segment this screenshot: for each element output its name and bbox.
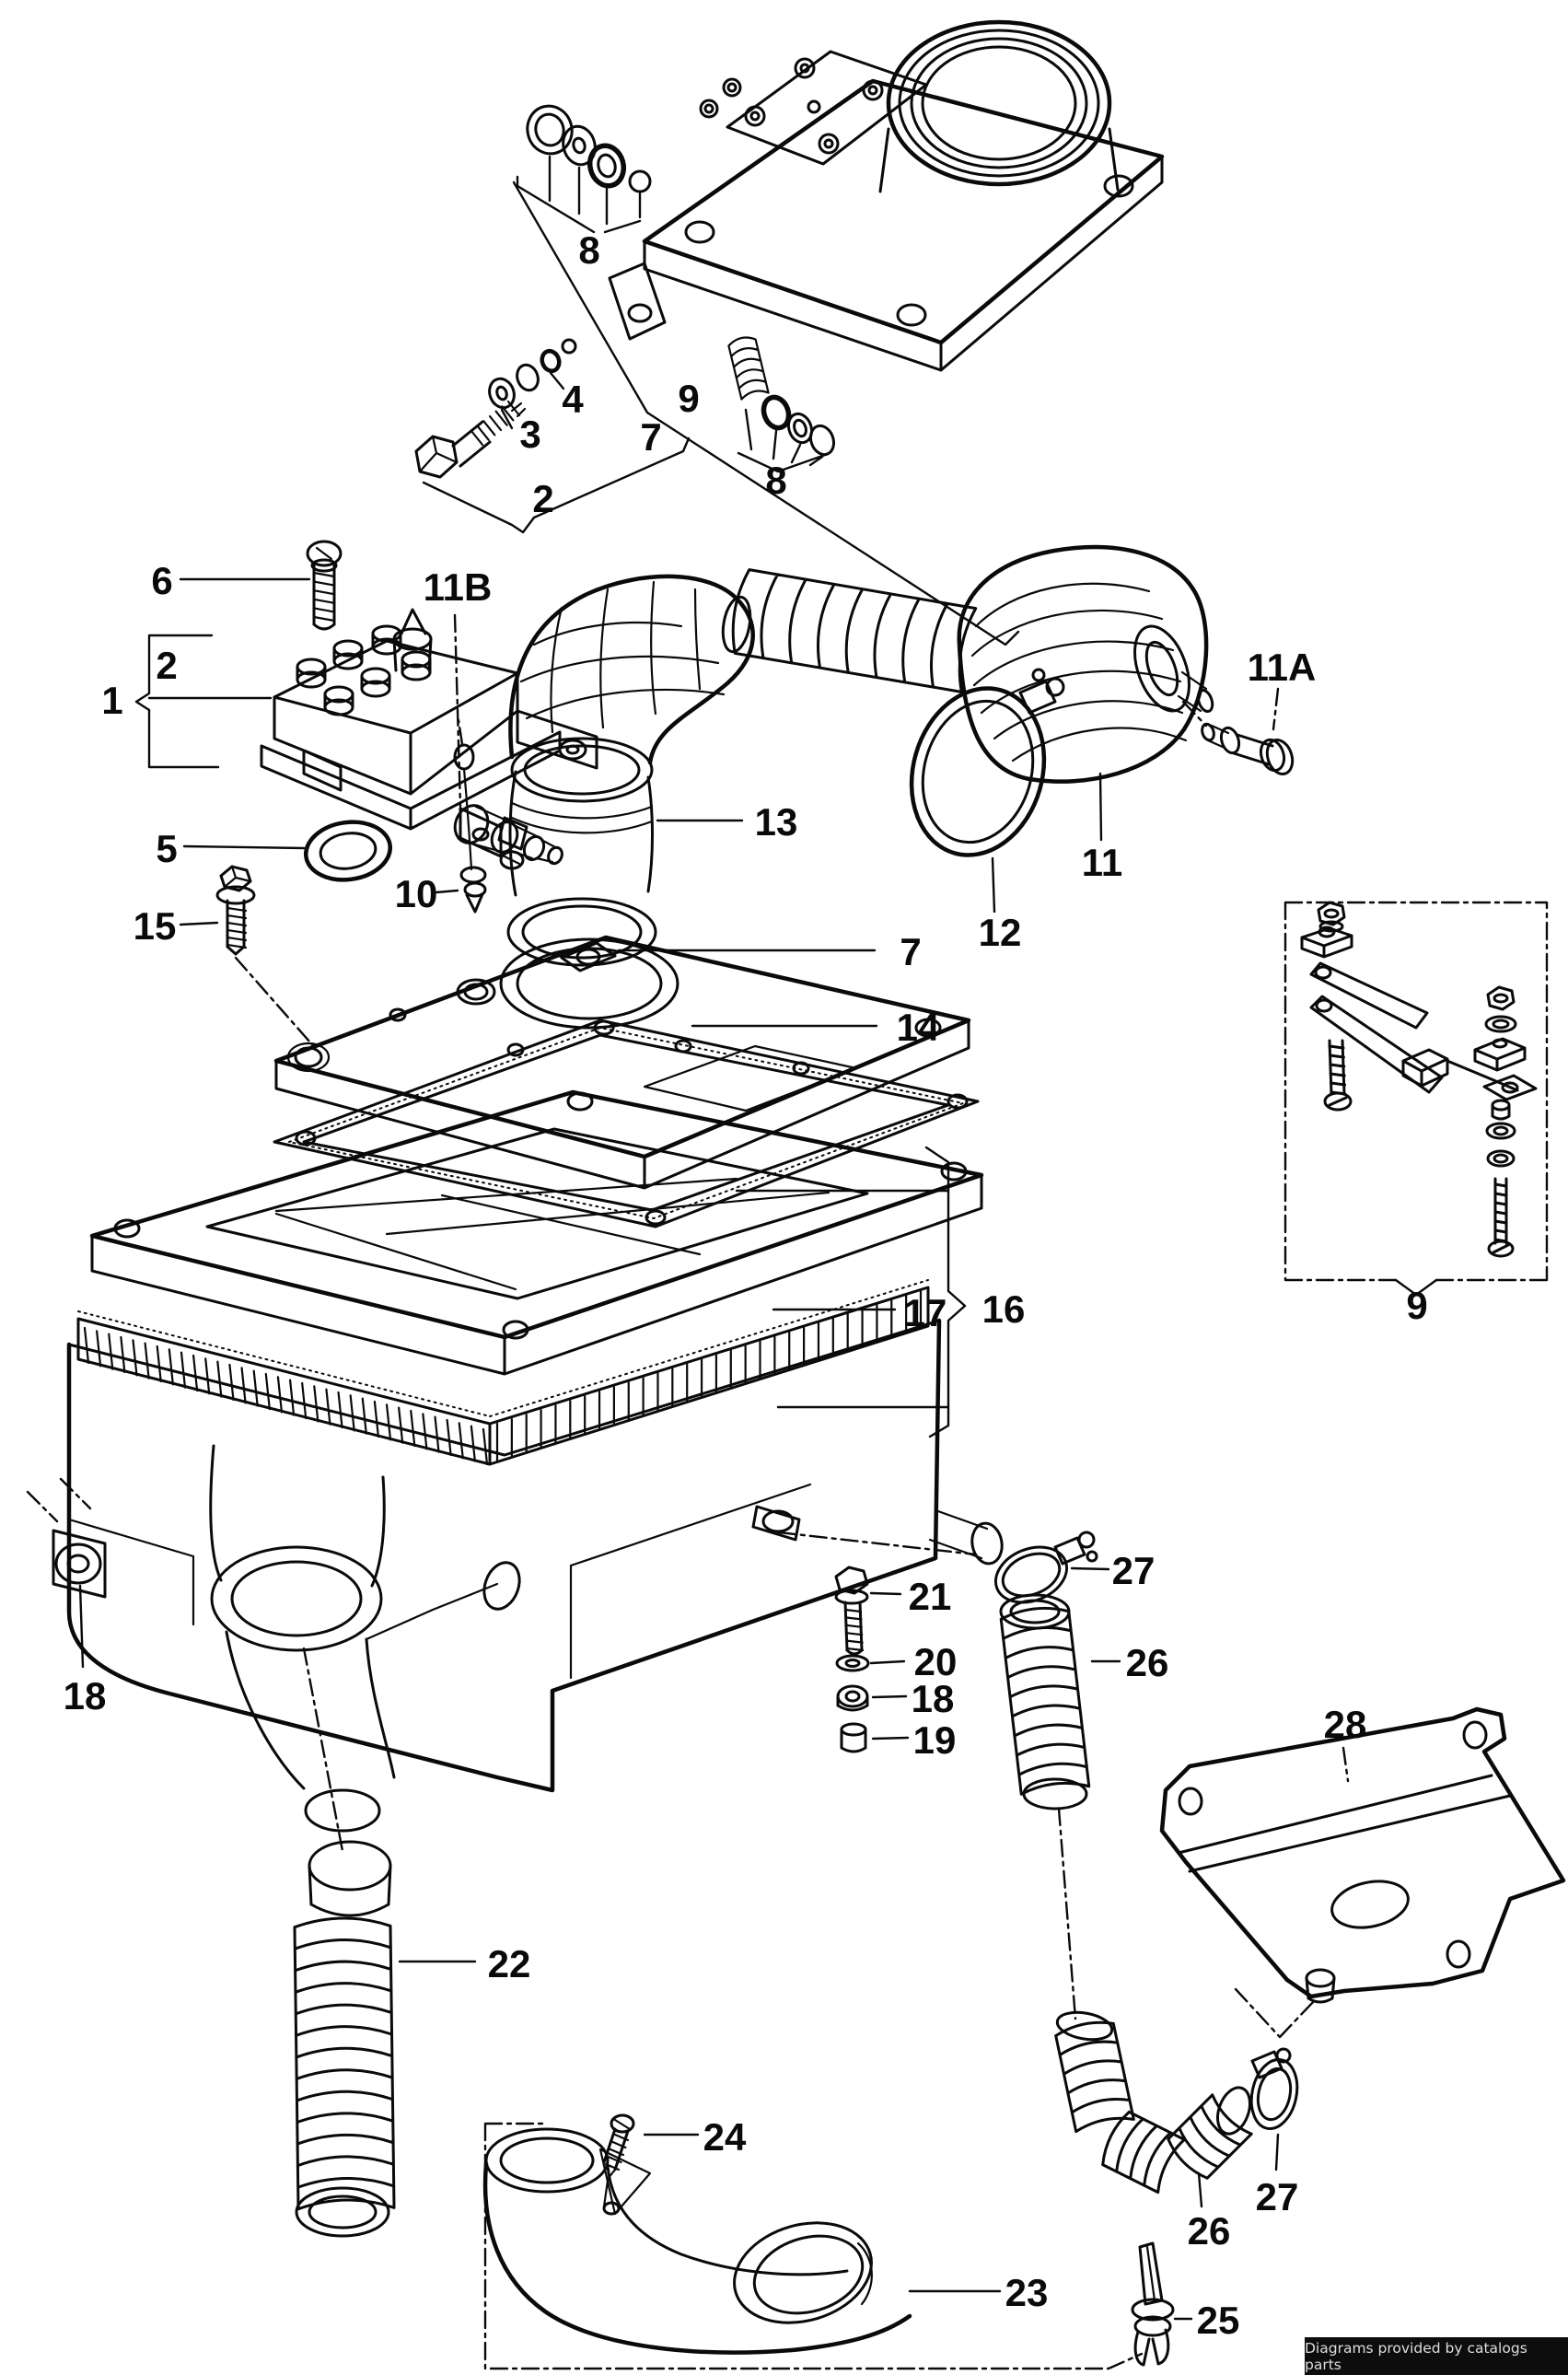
plug-25 [1131,2241,1193,2367]
callout-labels: 8 3 4 2 7 9 8 6 11B 1 2 5 15 10 13 11 12… [64,228,1428,2342]
callout-cover-7-mid: 7 [900,930,921,973]
callout-silencer-11: 11 [1082,841,1122,884]
screw-24 [602,2113,700,2208]
callout-hose-26-upper: 26 [1126,1641,1169,1684]
seal-kit-top-left [516,104,652,234]
watermark-badge: Diagrams provided by catalogs parts [1305,2337,1568,2375]
callout-bolt-21: 21 [909,1575,952,1618]
adjuster-screw-set [414,338,691,534]
hose-26-lower [1054,2010,1253,2208]
grommet-18-left [26,1477,107,1669]
callout-clamp-12: 12 [979,911,1022,954]
callout-plug-25: 25 [1197,2299,1240,2342]
callout-bracket-28: 28 [1324,1703,1367,1746]
callout-screw-24: 24 [703,2115,747,2159]
callout-plug-11b: 11B [424,565,493,609]
watermark-text: Diagrams provided by catalogs parts [1305,2339,1527,2373]
callout-screw-6: 6 [151,559,172,602]
mount-kit-box-9 [1283,901,1549,1297]
gasket-14 [273,1019,980,1228]
callout-assembly-1: 1 [101,679,122,722]
bolt-15 [179,865,319,1052]
intake-silencer-11 [957,544,1214,842]
callout-seal-5: 5 [156,827,177,870]
callout-filter-17: 17 [904,1291,947,1334]
callout-clamp-27-upper: 27 [1112,1549,1156,1592]
bolt-21-set [777,1531,978,1753]
callout-grommet-18-mid: 18 [912,1677,955,1720]
callout-mount-kit-9-top: 9 [678,377,699,420]
intake-elbow-23-group [482,2122,1144,2370]
callout-hose-22: 22 [488,1942,531,1985]
callout-grommet-18-left: 18 [64,1674,107,1717]
valve-10 [435,718,487,914]
callout-bolt-15: 15 [134,904,177,948]
top-group-brackets [512,180,1020,646]
callout-washer-20: 20 [914,1640,958,1683]
callout-hose-13: 13 [755,800,798,844]
seal-ring-5 [182,820,393,882]
callout-gasket-14: 14 [897,1006,940,1049]
plug-11a [1181,687,1295,776]
hose-22 [293,1840,477,2238]
clamp-27-lower [1249,2047,1299,2171]
throttle-body-assembly [608,19,1165,372]
callout-mount-box-9: 9 [1406,1284,1427,1327]
callout-elbow-23: 23 [1005,2271,1049,2314]
metering-head [134,608,598,858]
callout-cover-plate-7: 7 [640,415,661,459]
callout-ring-4: 4 [562,378,584,421]
callout-head-2: 2 [156,644,177,687]
hose-26-upper [999,1593,1121,2020]
callout-housing-16: 16 [982,1287,1026,1331]
callout-plug-11a: 11A [1248,646,1317,689]
clamp-ring-12 [909,668,1065,914]
clamp-27-upper [993,1531,1110,1604]
mesh-elbow [508,574,755,765]
callout-seal-kit-top-left: 8 [578,228,599,272]
hose-13 [497,737,744,967]
spring-seal-kit [727,336,836,467]
callout-valve-10: 10 [395,872,438,915]
callout-clamp-27-lower: 27 [1256,2175,1299,2218]
lower-housing [66,1318,1004,1853]
group-bracket-16 [735,1146,967,1438]
callout-washer-3: 3 [519,413,540,456]
corrugated-duct [731,568,978,693]
upper-housing [89,1089,984,1376]
callout-bushing-19: 19 [913,1718,957,1762]
callout-hose-26-lower: 26 [1188,2209,1231,2253]
callout-spring-seal-8: 8 [765,459,786,502]
screw-6 [179,540,343,631]
callout-screw-kit-2: 2 [532,477,553,520]
bracket-28 [1159,1706,1566,2039]
